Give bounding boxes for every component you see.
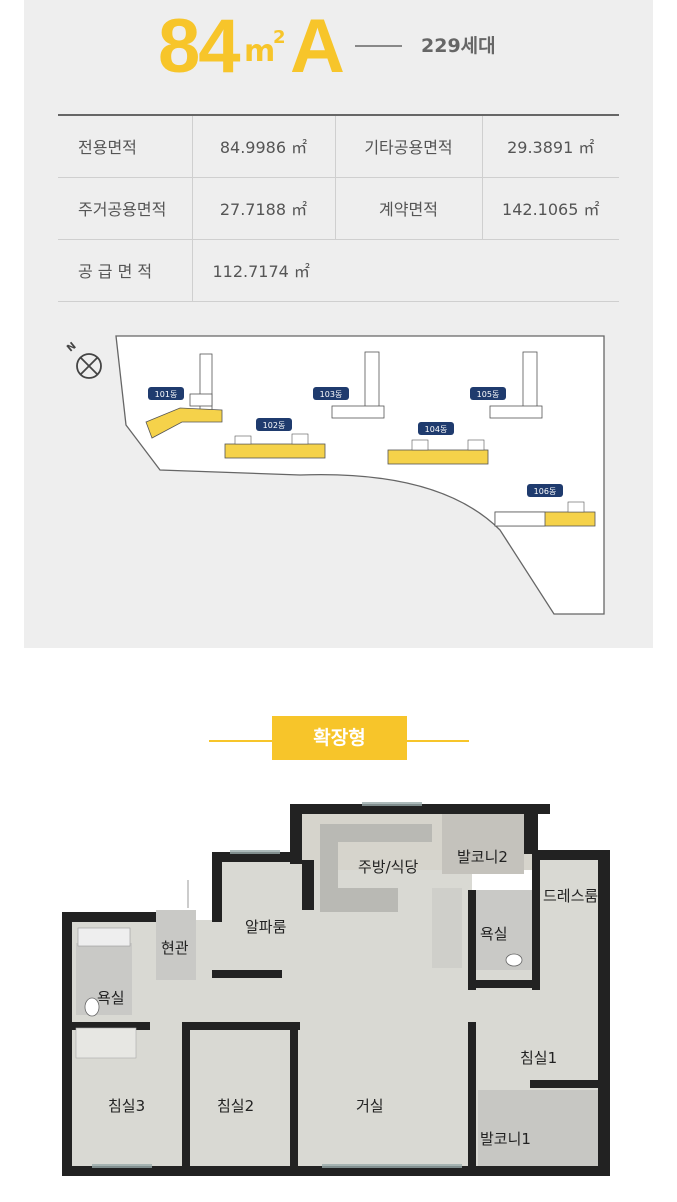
table-row: 공 급 면 적 112.7174 ㎡ [58, 239, 619, 302]
room-bath-common: 욕실 [97, 989, 125, 1007]
area-unit-superscript: 2 [273, 27, 286, 48]
unit-variant-badge: 확장형 [272, 716, 407, 760]
area-label: 주거공용면적 [58, 177, 193, 240]
building-103: 103동 [313, 351, 385, 419]
building-label: 105동 [477, 390, 500, 399]
area-value: 84.9986 ㎡ [192, 115, 336, 178]
room-balcony2: 발코니2 [457, 848, 508, 866]
area-value: 142.1065 ㎡ [482, 177, 619, 240]
badge-line-right [407, 740, 469, 742]
building-label: 106동 [534, 487, 557, 496]
building-label: 102동 [263, 421, 286, 430]
building-105: 105동 [470, 351, 543, 419]
area-value: 29.3891 ㎡ [482, 115, 619, 178]
room-kitchen: 주방/식당 [358, 858, 419, 876]
building-label: 103동 [320, 390, 343, 399]
badge-line-left [209, 740, 272, 742]
floor-plan [62, 800, 618, 1180]
table-row: 전용면적 84.9986 ㎡ 기타공용면적 29.3891 ㎡ [58, 115, 619, 178]
area-label: 기타공용면적 [335, 115, 483, 178]
unit-type-letter: A [290, 4, 345, 89]
building-label: 104동 [425, 425, 448, 434]
area-value: 112.7174 ㎡ [192, 239, 619, 302]
site-plan: N 101동 102동 103동 104동 105동 [65, 335, 605, 615]
household-count: 229세대 [421, 35, 496, 57]
area-label: 전용면적 [58, 115, 193, 178]
title-divider [355, 45, 402, 47]
area-label: 계약면적 [335, 177, 483, 240]
area-table: 전용면적 84.9986 ㎡ 기타공용면적 29.3891 ㎡ 주거공용면적 2… [58, 114, 619, 302]
room-entrance: 현관 [161, 939, 189, 957]
area-unit: m [244, 34, 276, 69]
area-value: 27.7188 ㎡ [192, 177, 336, 240]
building-label: 101동 [155, 390, 178, 399]
building-106: 106동 [494, 484, 596, 527]
building-104: 104동 [387, 422, 489, 465]
table-row: 주거공용면적 27.7188 ㎡ 계약면적 142.1065 ㎡ [58, 177, 619, 240]
room-living: 거실 [356, 1097, 384, 1115]
room-bedroom1: 침실1 [520, 1049, 558, 1067]
room-bedroom2: 침실2 [217, 1097, 255, 1115]
area-label: 공 급 면 적 [58, 239, 193, 302]
area-number: 84 [158, 4, 241, 89]
compass-label: N [65, 341, 78, 355]
room-bath-master: 욕실 [480, 925, 508, 943]
building-102: 102동 [224, 418, 326, 459]
room-balcony1: 발코니1 [480, 1130, 531, 1148]
room-dressroom: 드레스룸 [543, 887, 599, 905]
room-bedroom3: 침실3 [108, 1097, 146, 1115]
compass-icon: N [65, 341, 102, 379]
building-101: 101동 [145, 353, 223, 439]
room-alpha: 알파룸 [245, 918, 287, 936]
